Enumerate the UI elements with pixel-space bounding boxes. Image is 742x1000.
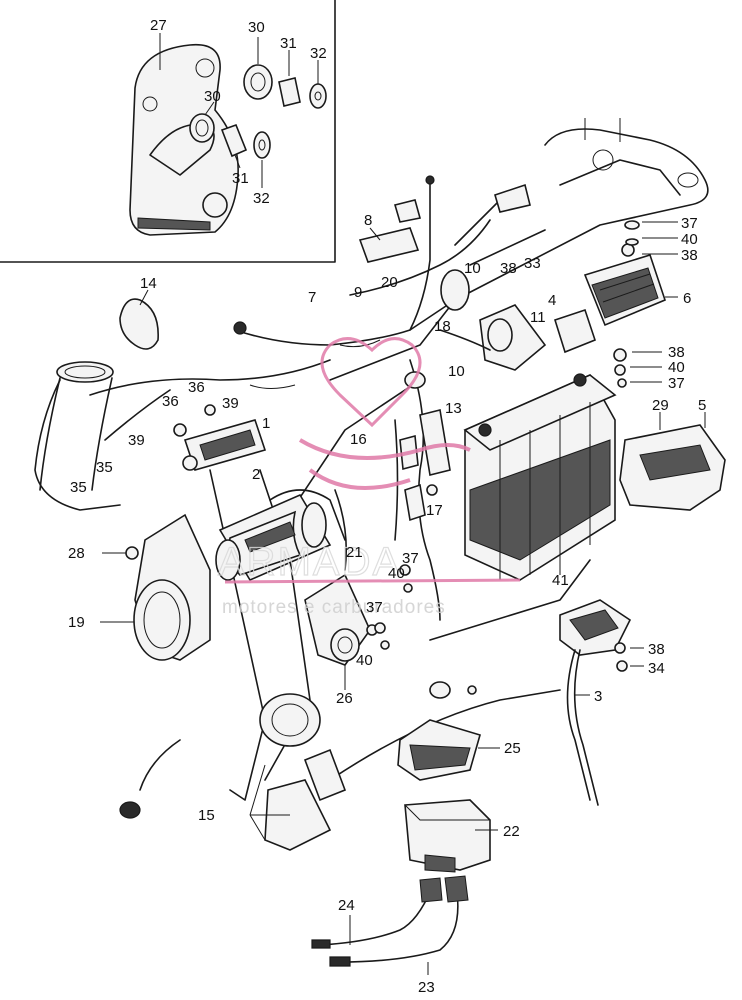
watermark-heart-logo: [320, 337, 422, 428]
callout: 7: [308, 289, 316, 306]
callout: 31: [280, 35, 297, 52]
callout: 21: [346, 544, 363, 561]
callout: 6: [683, 290, 691, 307]
callout: 10: [464, 260, 481, 277]
callout: 40: [681, 231, 698, 248]
callout: 10: [448, 363, 465, 380]
callout: 28: [68, 545, 85, 562]
callout: 36: [188, 379, 205, 396]
callout: 18: [434, 318, 451, 335]
collar: [220, 123, 248, 158]
callout: 37: [681, 215, 698, 232]
flasher-unit: [397, 719, 500, 781]
callout: 30: [204, 88, 221, 105]
callout: 38: [681, 247, 698, 264]
callout: 33: [524, 255, 541, 272]
callout: 30: [248, 19, 265, 36]
callout: 36: [162, 393, 179, 410]
rectifier: [583, 220, 678, 327]
battery: [463, 373, 617, 581]
rectifier-block: [173, 404, 267, 471]
callout: 8: [364, 212, 372, 229]
bushing: [189, 113, 215, 143]
callout: 40: [668, 359, 685, 376]
callout: 15: [198, 807, 215, 824]
voltage-regulator: [559, 599, 644, 806]
callout: 25: [504, 740, 521, 757]
harness-clamp: [119, 289, 159, 350]
callout: 9: [354, 284, 362, 301]
callout: 38: [648, 641, 665, 658]
callout: 19: [68, 614, 85, 631]
callout: 23: [418, 979, 435, 996]
switch-assembly: [119, 693, 347, 851]
inset-panel: [0, 0, 336, 263]
callout: 32: [310, 45, 327, 62]
callout: 40: [388, 565, 405, 582]
horn-bracket: [100, 513, 211, 661]
upper-connectors: [358, 183, 531, 311]
callout: 17: [426, 502, 443, 519]
wiring-harness: [34, 175, 521, 621]
callout: 35: [70, 479, 87, 496]
callout: 1: [262, 415, 270, 432]
callout: 37: [668, 375, 685, 392]
callout: 26: [336, 690, 353, 707]
callout: 37: [366, 599, 383, 616]
bushing-upper: [243, 64, 273, 100]
callout: 24: [338, 897, 355, 914]
callout: 14: [140, 275, 157, 292]
callout: 16: [350, 431, 367, 448]
starter-relay: [439, 304, 662, 388]
washer: [253, 131, 271, 159]
collar-upper: [278, 77, 301, 107]
watermark-brand: ARMADA: [218, 540, 401, 584]
headlight-rim: [39, 361, 114, 491]
callout: 34: [648, 660, 665, 677]
callout: 20: [381, 274, 398, 291]
fuse-holders: [399, 371, 451, 522]
callout: 31: [232, 170, 249, 187]
callout: 3: [594, 688, 602, 705]
callout: 41: [552, 572, 569, 589]
battery-holder: [619, 412, 726, 511]
watermark-tagline: motores e carburadores: [222, 597, 446, 618]
callout: 2: [252, 466, 260, 483]
watermark: ARMADA motores e carburadores: [217, 337, 521, 618]
callouts: 27 30 31 32 30 31 32 8 37 40 38 10 38 33…: [68, 17, 706, 996]
callout: 38: [668, 344, 685, 361]
callout: 29: [652, 397, 669, 414]
cdi-unit: [311, 799, 498, 975]
callout: 27: [150, 17, 167, 34]
callout: 22: [503, 823, 520, 840]
callout: 4: [548, 292, 556, 309]
callout: 35: [96, 459, 113, 476]
callout: 37: [402, 550, 419, 567]
callout: 11: [530, 309, 546, 326]
turn-signal-relay: [304, 573, 378, 690]
ignition-coil: [215, 489, 346, 582]
callout: 32: [253, 190, 270, 207]
callout: 13: [445, 400, 462, 417]
mounting-hardware: [374, 564, 477, 699]
washer-upper: [309, 83, 327, 109]
callout: 38: [500, 260, 517, 277]
callout: 40: [356, 652, 373, 669]
callout: 5: [698, 397, 706, 414]
callout: 39: [128, 432, 145, 449]
callout: 39: [222, 395, 239, 412]
